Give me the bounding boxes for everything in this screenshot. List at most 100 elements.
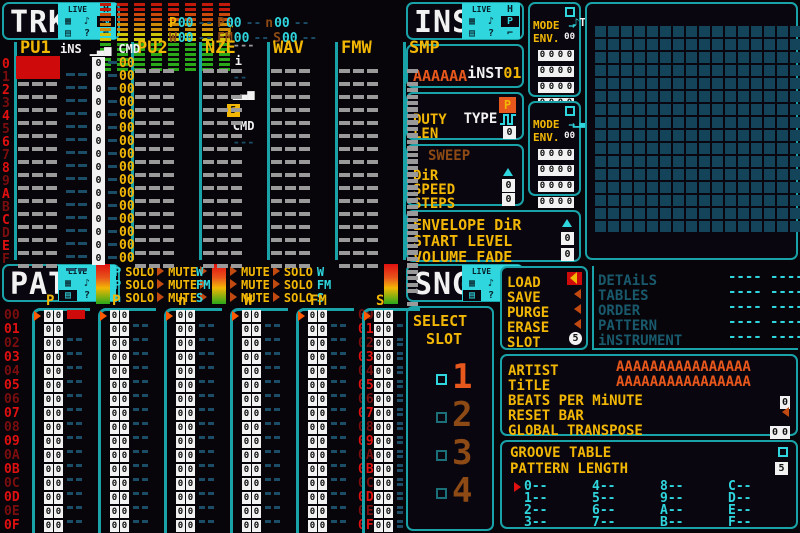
track-cell[interactable] [271,123,313,142]
waveform-cell[interactable] [725,39,736,50]
pattern-digit[interactable]: 0 [186,506,195,518]
track-cell[interactable] [18,136,60,155]
pattern-digit[interactable]: 0 [176,506,185,518]
waveform-cell[interactable] [673,78,684,89]
waveform-cell[interactable] [673,169,684,180]
track-cmd-value[interactable]: 00 [119,173,135,188]
up-arrow-icon[interactable] [503,168,513,176]
pattern-digit[interactable]: 0 [120,352,129,364]
track-channel-header[interactable]: WAV [273,38,304,58]
pattern-digit[interactable]: 0 [176,394,185,406]
pattern-digit[interactable]: 0 [252,450,261,462]
waveform-cell[interactable] [790,65,800,76]
file-action-label[interactable]: ERASE [507,320,550,336]
track-cell[interactable] [18,110,60,129]
pattern-digit[interactable]: 0 [176,310,185,322]
track-cmd-value[interactable]: 00 [119,69,135,84]
table-digit[interactable]: 0 [547,165,556,176]
waveform-cell[interactable] [621,221,632,232]
note-icon[interactable]: ♪ [482,16,500,27]
grid-icon[interactable]: ▦ [463,278,481,289]
pattern-digit[interactable]: 0 [252,338,261,350]
pattern-digit[interactable]: 0 [252,324,261,336]
pattern-digit[interactable]: 0 [110,464,119,476]
pattern-digit[interactable]: 0 [44,436,53,448]
waveform-cell[interactable] [660,182,671,193]
volume-strip[interactable] [96,264,110,304]
pattern-digit[interactable]: 0 [384,408,393,420]
track-cmd-value[interactable]: 00 [119,225,135,240]
waveform-cell[interactable] [738,52,749,63]
pattern-digit[interactable]: 0 [120,394,129,406]
table-digit[interactable]: 0 [547,181,556,192]
solo-button[interactable]: SOLO [125,265,155,279]
track-cmd-value[interactable]: 00 [119,56,135,71]
track-cell[interactable] [339,240,381,259]
track-cell[interactable] [203,97,245,116]
pattern-digit[interactable]: 0 [318,450,327,462]
waveform-cell[interactable] [738,104,749,115]
waveform-cell[interactable] [608,195,619,206]
pattern-digit[interactable]: 0 [54,310,63,322]
pattern-digit[interactable]: 0 [374,464,383,476]
table-digit[interactable]: 0 [538,149,547,160]
help-icon[interactable]: ? [482,28,500,39]
waveform-cell[interactable] [712,65,723,76]
pattern-digit[interactable]: 0 [176,464,185,476]
mute-button[interactable]: MUTE [241,291,270,305]
track-cell[interactable] [339,149,381,168]
track-ins-value[interactable]: 0 [92,226,105,239]
solo-arrow-icon[interactable] [272,292,280,302]
mixer-channel-name[interactable]: S [196,291,204,305]
mini-channel-value[interactable]: 00 [177,31,194,46]
type-value-badge[interactable]: P [499,97,516,113]
waveform-cell[interactable] [673,91,684,102]
track-channel-header[interactable]: FMW [341,38,372,58]
pattern-digit[interactable]: 0 [318,520,327,532]
wave-icon[interactable]: ∿ [97,16,115,27]
track-cell[interactable] [339,162,381,181]
track-cell[interactable] [135,136,177,155]
hash-key-icon[interactable]: H [501,4,519,15]
pattern-digit[interactable]: 0 [176,478,185,490]
groove-entry[interactable]: B-- [660,515,684,530]
waveform-cell[interactable] [673,104,684,115]
waveform-cell[interactable] [751,26,762,37]
pattern-digit[interactable]: 0 [374,520,383,532]
pattern-digit[interactable]: 0 [186,464,195,476]
track-cell[interactable] [135,253,177,272]
track-cmd-value[interactable]: 00 [119,134,135,149]
track-cell[interactable] [203,58,245,77]
waveform-cell[interactable] [608,104,619,115]
track-cell[interactable] [203,149,245,168]
pattern-digit[interactable]: 0 [186,408,195,420]
groove-checkbox[interactable] [778,447,788,457]
waveform-cell[interactable] [660,208,671,219]
waveform-cell[interactable] [660,65,671,76]
pattern-digit[interactable]: 0 [308,478,317,490]
detail-row[interactable]: RESET BAR [508,405,790,423]
track-cell[interactable] [203,84,245,103]
track-cell[interactable] [16,56,60,79]
pattern-digit[interactable]: 0 [44,338,53,350]
pattern-digit[interactable]: 0 [308,324,317,336]
pattern-digit[interactable]: 0 [120,310,129,322]
pattern-digit[interactable]: 0 [44,352,53,364]
pattern-digit[interactable]: 0 [384,352,393,364]
waveform-cell[interactable] [751,182,762,193]
track-cell[interactable] [203,175,245,194]
